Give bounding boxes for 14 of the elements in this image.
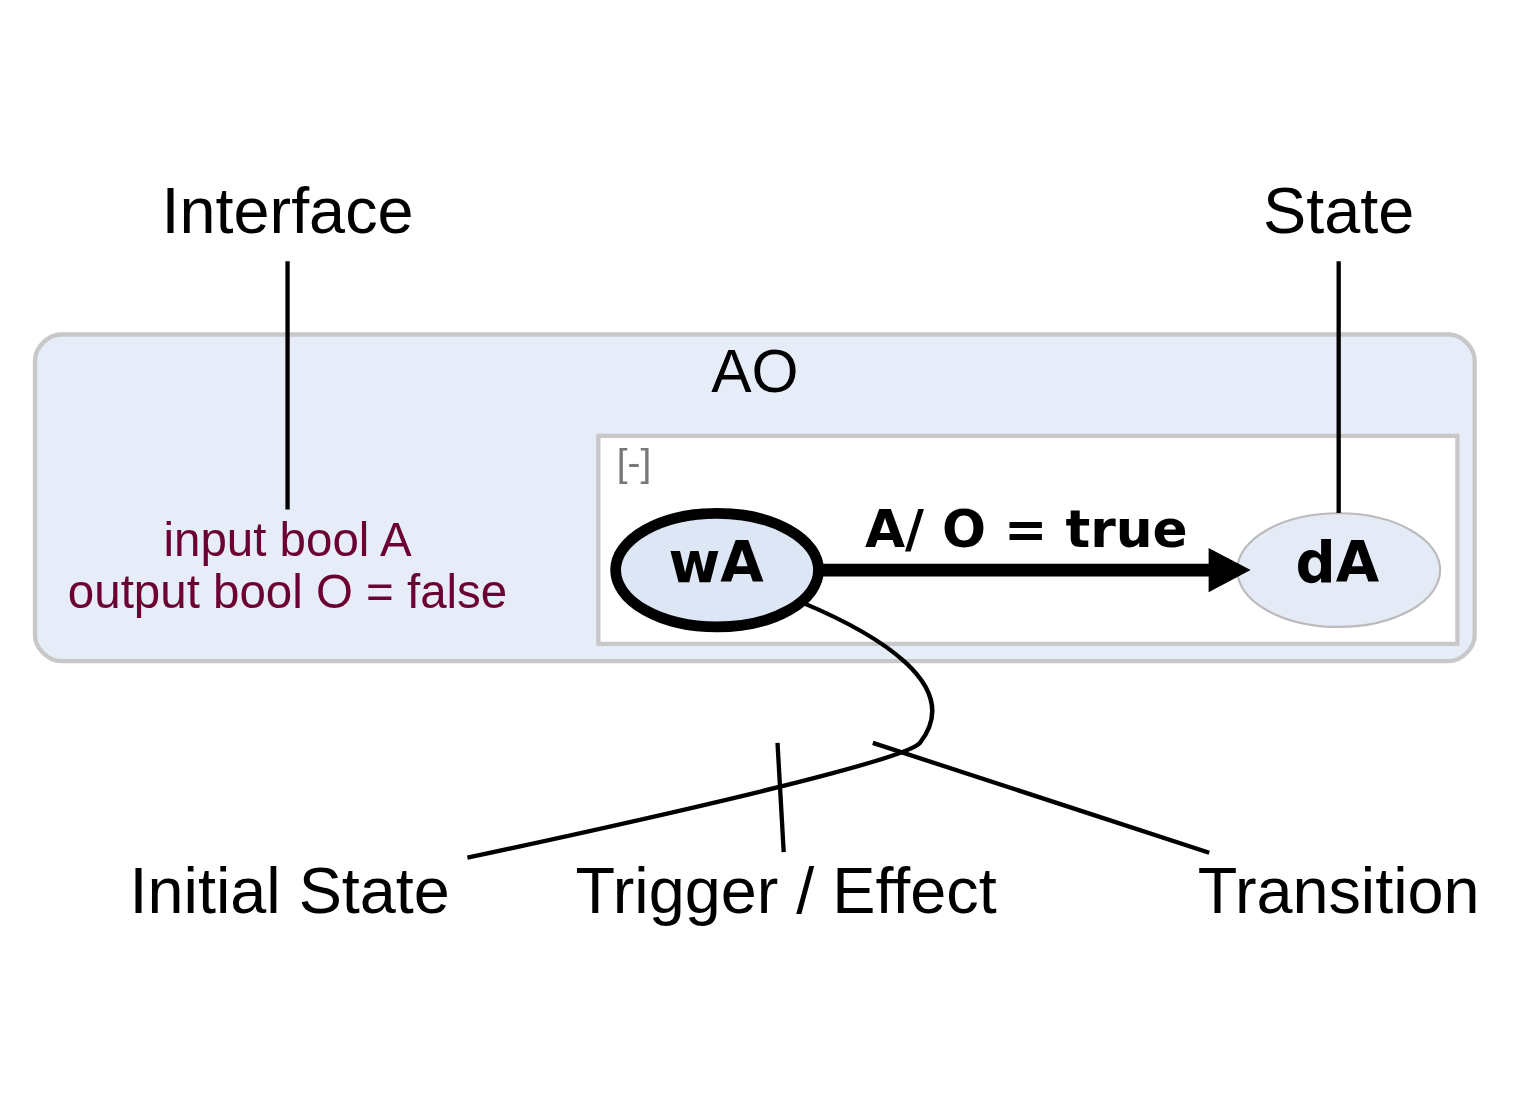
- edge-label: A/ O = true: [864, 498, 1188, 559]
- node-text: Interface: [161, 174, 414, 248]
- node-ellipse: wA: [609, 507, 824, 633]
- node-text: Transition: [1197, 854, 1480, 928]
- connector: [1336, 261, 1341, 514]
- node-text: Trigger / Effect: [575, 854, 997, 928]
- connector: [774, 742, 786, 853]
- connector: [466, 600, 934, 860]
- connector: [871, 740, 1210, 855]
- node-ellipse: dA: [1235, 512, 1441, 629]
- connector: [284, 261, 290, 510]
- node-text: input bool A output bool O = false: [67, 513, 507, 619]
- node-text: Initial State: [129, 854, 450, 928]
- node-text: State: [1262, 174, 1414, 248]
